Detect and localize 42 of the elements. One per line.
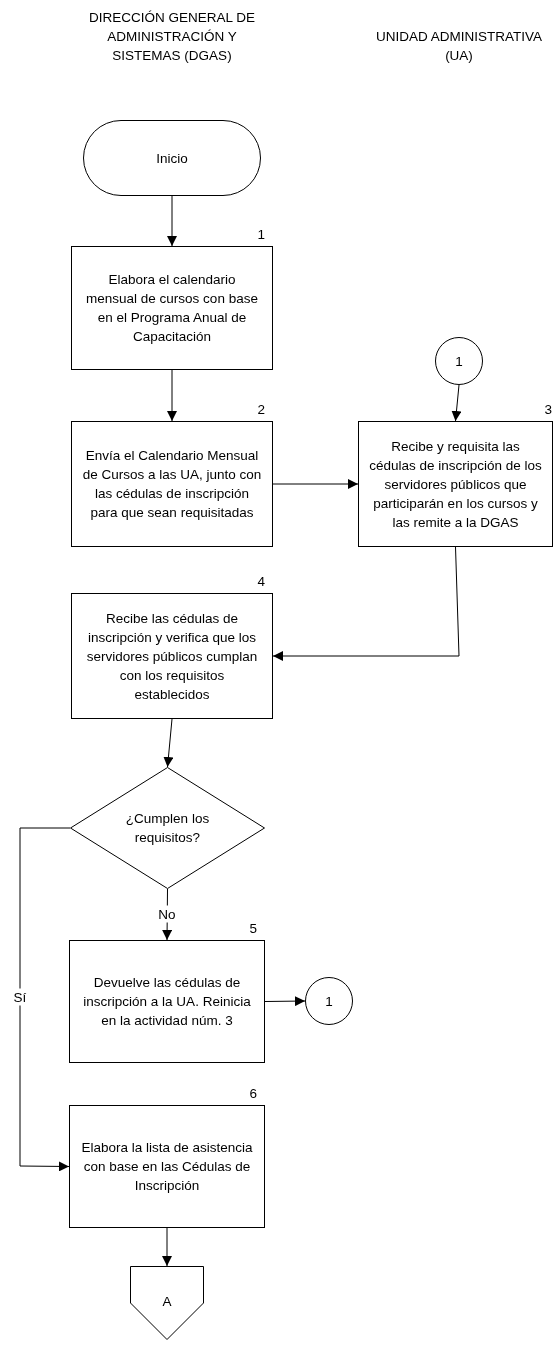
process-box: [71, 246, 273, 370]
process-text: Recibe las cédulas de inscripción y verifica que los servidores públicos cumplan con los requisitos establecidos: [85, 609, 259, 704]
flow-arrow: [167, 195, 177, 247]
process-box: [71, 593, 273, 719]
process-box: [69, 940, 265, 1063]
process-text: Envía el Calendario Mensual de Cursos a las UA, junto con las cédulas de inscripción para que sean requisitadas: [82, 447, 262, 522]
flow-arrow: [451, 384, 462, 422]
decision-diamond: [70, 767, 265, 889]
process-text: Devuelve las cédulas de inscripción a la UA. Reinicia en la actividad núm. 3: [82, 974, 252, 1030]
process-text: Recibe y requisita las cédulas de inscripción de los servidores públicos que participarán en los cursos y las remite a la DGAS: [369, 437, 542, 532]
connector-circle: [305, 977, 353, 1025]
lane-header: UNIDAD ADMINISTRATIVA (UA): [375, 28, 543, 65]
terminal-text: Inicio: [156, 149, 188, 168]
start-terminal: [83, 120, 261, 196]
step-number: 2: [257, 402, 265, 418]
offpage-connector: [130, 1266, 204, 1340]
edge-label: No: [157, 905, 177, 923]
process-box: [358, 421, 553, 547]
flow-arrow: [264, 996, 306, 1007]
flow-arrow: [167, 369, 177, 422]
flow-arrow: [163, 718, 174, 768]
process-text: Elabora la lista de asistencia con base en las Cédulas de Inscripción: [80, 1139, 254, 1195]
flow-arrow: [162, 1227, 172, 1267]
process-box: [71, 421, 273, 547]
flow-arrow: [19, 827, 71, 1172]
process-text: Elabora el calendario mensual de cursos con base en el Programa Anual de Capacitación: [85, 271, 259, 346]
connector-circle: [435, 337, 483, 385]
decision-text: ¿Cumplen los requisitos?: [124, 810, 211, 847]
connector-text: 1: [455, 352, 463, 371]
step-number: 6: [249, 1086, 257, 1102]
step-number: 4: [257, 574, 265, 590]
connector-text: 1: [325, 992, 333, 1011]
step-number: 1: [257, 227, 265, 243]
step-number: 5: [249, 921, 257, 937]
flow-arrow: [162, 888, 173, 941]
connector-text: A: [162, 1293, 172, 1311]
flow-arrow: [272, 479, 359, 489]
step-number: 3: [544, 402, 552, 418]
flow-arrow: [272, 546, 460, 661]
edge-label: Sí: [12, 988, 28, 1006]
lane-header: DIRECCIÓN GENERAL DE ADMINISTRACIÓN Y SISTEMAS (DGAS): [88, 9, 256, 65]
process-box: [69, 1105, 265, 1228]
